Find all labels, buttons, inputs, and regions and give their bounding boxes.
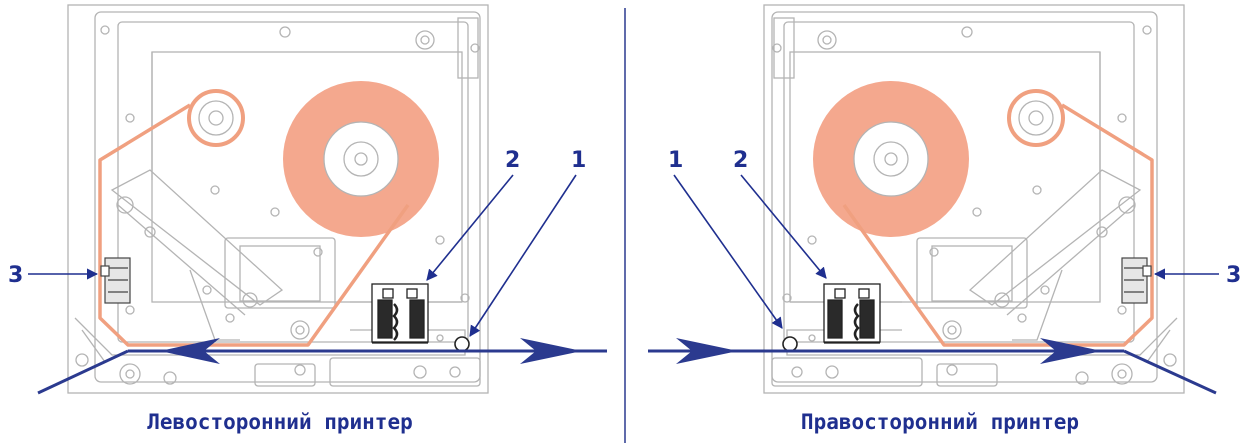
left-callout-1-label: 1 xyxy=(571,148,586,173)
left-callout-2-label: 2 xyxy=(505,148,520,173)
left-printer-mechanism xyxy=(66,3,490,395)
right-callout-1-label: 1 xyxy=(668,148,683,173)
right-printer-caption: Правосторонний принтер xyxy=(800,410,1080,434)
right-callout-2-leader xyxy=(740,174,827,279)
right-callout-1-leader xyxy=(673,174,783,329)
left-callout-2-leader xyxy=(426,174,514,281)
right-media-arrow-right-1 xyxy=(676,338,738,364)
right-media-path-exit xyxy=(1123,349,1217,395)
right-printer-mechanism xyxy=(762,3,1186,395)
left-media-arrow-right xyxy=(520,338,582,364)
right-printer-panel: 1 2 3 xyxy=(648,3,1241,395)
left-callout-1-leader xyxy=(469,174,577,337)
right-callout-2-label: 2 xyxy=(733,148,748,173)
left-media-path-exit xyxy=(37,349,129,395)
left-printer-panel: 1 2 3 xyxy=(8,3,607,395)
right-media-arrow-right-2 xyxy=(1040,338,1102,364)
left-callout-3-label: 3 xyxy=(8,263,23,288)
right-callout-3-label: 3 xyxy=(1226,263,1241,288)
left-media-arrow-left xyxy=(160,338,220,364)
left-printer-caption: Левосторонний принтер xyxy=(147,410,413,434)
